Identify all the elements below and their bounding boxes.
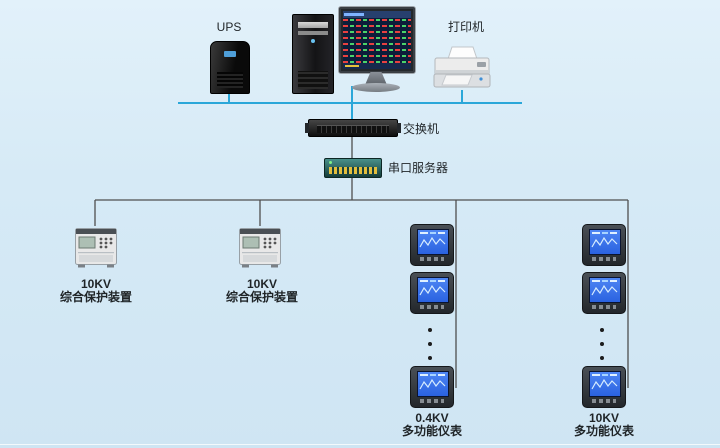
- monitor-stand: [365, 72, 387, 85]
- serial-server-label: 串口服务器: [388, 161, 449, 175]
- printer-label: 打印机: [447, 20, 485, 34]
- serial-server-device: [324, 158, 382, 178]
- switch-ports: [317, 125, 389, 133]
- computer-tower: [292, 14, 334, 94]
- protection-1-label: 10KV 综合保护装置: [60, 278, 132, 304]
- protection-device-2: [239, 228, 281, 268]
- meter-column-2-name: 多功能仪表: [573, 424, 635, 438]
- protection-2-voltage: 10KV: [246, 277, 278, 291]
- meter-screen: [589, 229, 621, 255]
- protection-1-voltage: 10KV: [80, 277, 112, 291]
- drive-bay: [298, 31, 328, 35]
- meter-buttons: [420, 399, 444, 403]
- protection-device-1: [75, 228, 117, 268]
- meter-column-1-label: 0.4KV 多功能仪表: [402, 412, 462, 438]
- meter-buttons: [420, 257, 444, 261]
- protection-2-label: 10KV 综合保护装置: [226, 278, 298, 304]
- meter-column-2-voltage: 10KV: [588, 411, 620, 425]
- meter-screen: [417, 371, 449, 397]
- drive-bay: [298, 22, 328, 28]
- meter-column-1-name: 多功能仪表: [401, 424, 463, 438]
- meter-column-1-voltage: 0.4KV: [415, 411, 449, 425]
- power-meter: [410, 224, 454, 266]
- meter-buttons: [420, 305, 444, 309]
- power-meter: [582, 272, 626, 314]
- ups-display: [224, 51, 236, 57]
- meter-screen: [417, 277, 449, 303]
- rack-ear: [397, 123, 401, 133]
- power-meter: [582, 366, 626, 408]
- power-button-led: [311, 39, 315, 43]
- meter-column-2-label: 10KV 多功能仪表: [574, 412, 634, 438]
- switch-label: 交换机: [403, 122, 440, 136]
- meter-buttons: [592, 257, 616, 261]
- meter-buttons: [592, 305, 616, 309]
- monitor-screen: [343, 11, 411, 69]
- protection-2-name: 综合保护装置: [225, 290, 299, 304]
- meter-screen: [417, 229, 449, 255]
- tower-vents: [298, 71, 328, 89]
- serial-ports: [329, 167, 377, 174]
- rack-ear: [305, 123, 309, 133]
- printer-device: [433, 46, 491, 88]
- more-meters-dots: [600, 328, 604, 360]
- monitor: [338, 6, 416, 74]
- ups-label: UPS: [216, 20, 242, 34]
- meter-screen: [589, 277, 621, 303]
- meter-screen: [589, 371, 621, 397]
- more-meters-dots: [428, 328, 432, 360]
- ups-device: [210, 41, 250, 94]
- meter-buttons: [592, 399, 616, 403]
- power-meter: [410, 366, 454, 408]
- network-switch-device: [305, 119, 401, 137]
- protection-1-name: 综合保护装置: [59, 290, 133, 304]
- server-led: [329, 161, 332, 164]
- bottom-divider: [0, 443, 720, 445]
- power-meter: [582, 224, 626, 266]
- monitor-base: [352, 83, 400, 92]
- ups-vents: [217, 72, 243, 88]
- power-meter: [410, 272, 454, 314]
